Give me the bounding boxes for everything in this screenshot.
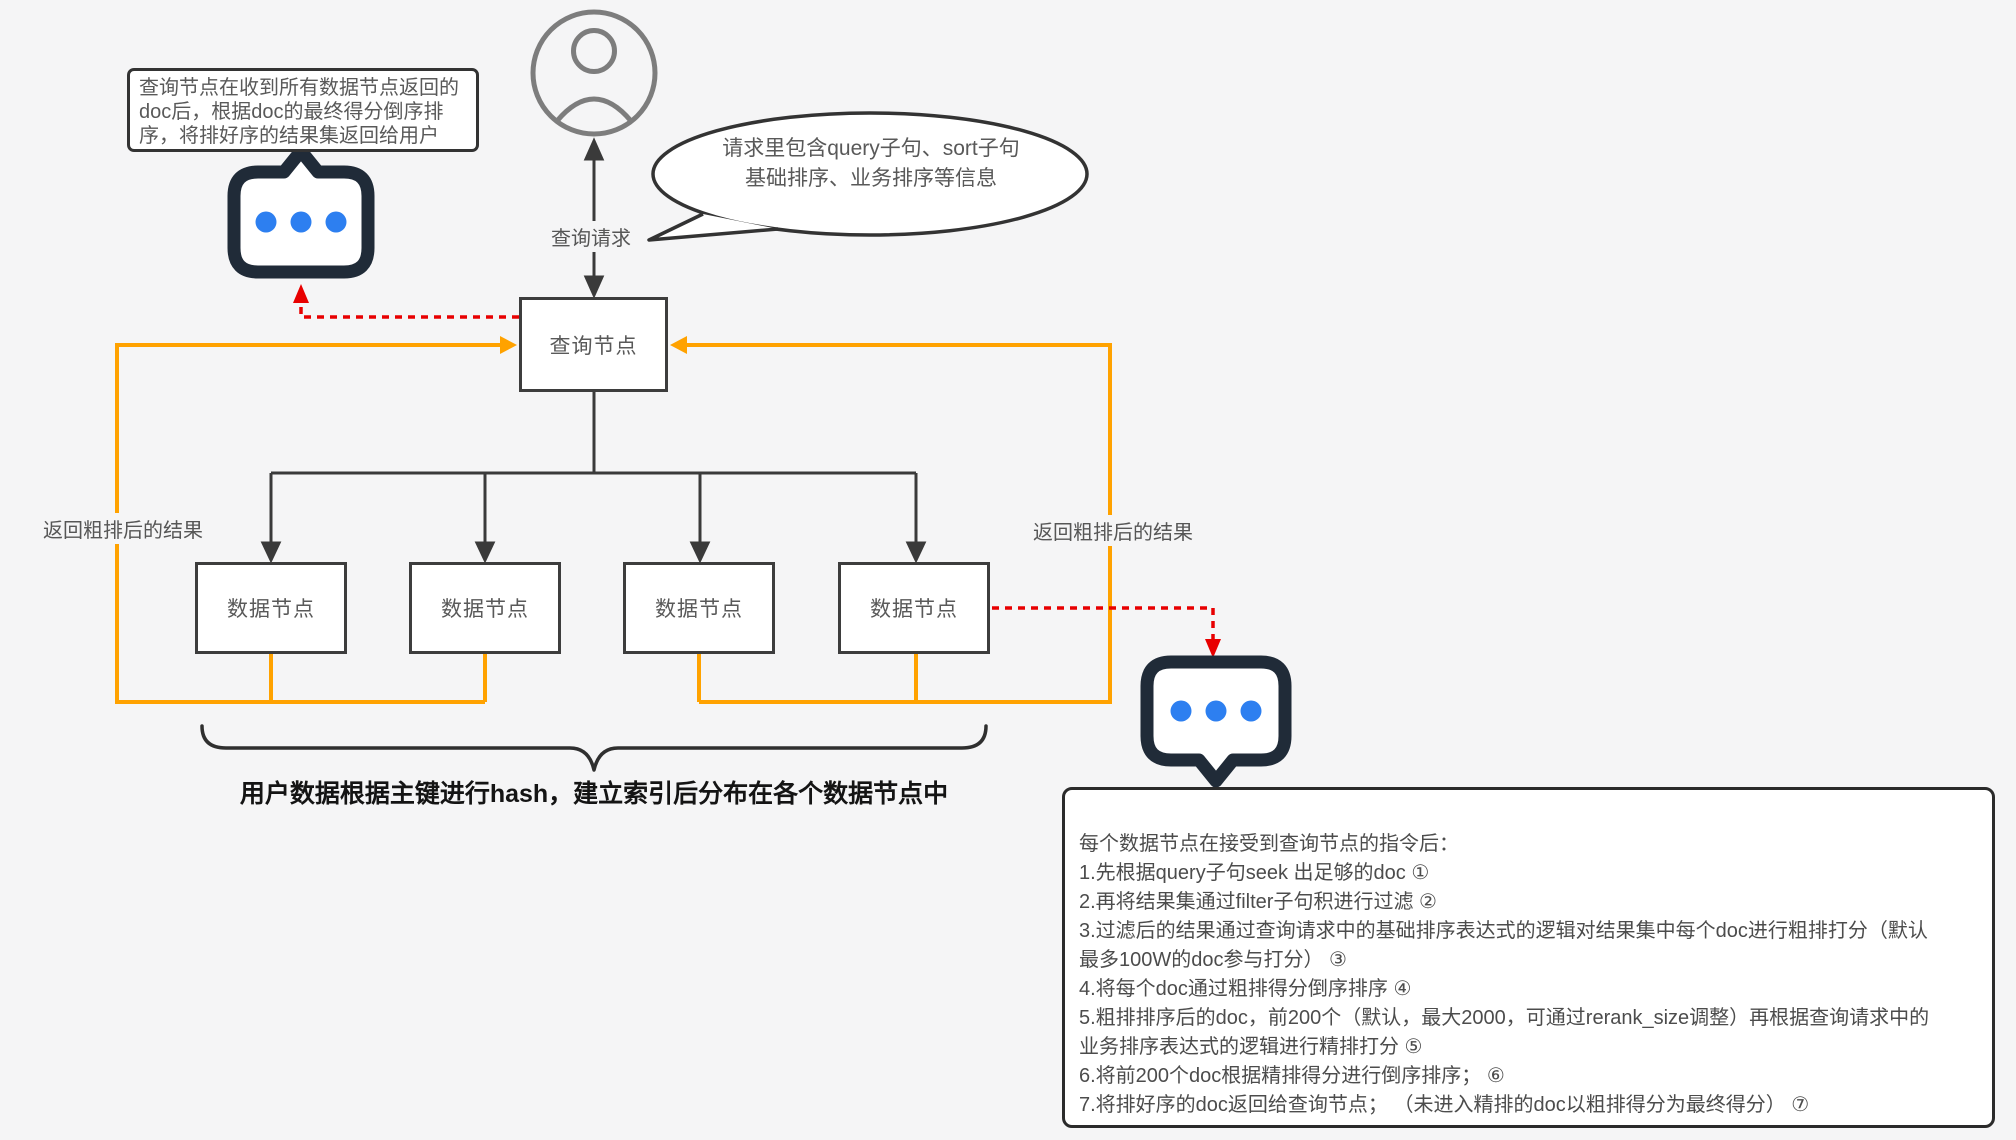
dot-icon: [325, 211, 347, 233]
callout-line: 序，将排好序的结果集返回给用户: [139, 125, 439, 147]
merge-callout-box: 查询节点在收到所有数据节点返回的 doc后，根据doc的最终得分倒序排 序，将排…: [127, 68, 479, 152]
user-icon: [530, 9, 658, 137]
dot-icon: [290, 211, 312, 233]
note-arrow-left: [293, 284, 519, 319]
return-result-label-right: 返回粗排后的结果: [1030, 515, 1196, 546]
data-node-box-2: 数据节点: [409, 562, 561, 654]
ellipsis-bubble-icon-left: [227, 144, 375, 279]
bubble-line: 请求里包含query子句、sort子句: [722, 137, 1020, 160]
speech-bubble-shape: [647, 111, 1089, 242]
callout-line: 查询节点在收到所有数据节点返回的: [139, 77, 459, 99]
query-request-arrow: [583, 137, 605, 299]
query-node-box: 查询节点: [519, 297, 668, 392]
data-node-box-4: 数据节点: [838, 562, 990, 654]
steps-line: 7.将排好序的doc返回给查询节点； （未进入精排的doc以粗排得分为最终得分）…: [1079, 1094, 1810, 1116]
steps-line: 4.将每个doc通过粗排得分倒序排序 ④: [1079, 978, 1412, 1000]
steps-line: 业务排序表达式的逻辑进行精排打分 ⑤: [1079, 1036, 1423, 1058]
data-node-box-1: 数据节点: [195, 562, 347, 654]
speech-bubble-text: 请求里包含query子句、sort子句 基础排序、业务排序等信息: [676, 134, 1066, 194]
dot-icon: [1240, 700, 1262, 722]
return-result-label-left: 返回粗排后的结果: [40, 513, 206, 544]
data-node-steps-panel: 每个数据节点在接受到查询节点的指令后： 1.先根据query子句seek 出足够…: [1062, 787, 1995, 1128]
note-arrow-right: [992, 606, 1221, 658]
steps-line: 2.再将结果集通过filter子句积进行过滤 ②: [1079, 891, 1437, 913]
steps-line: 6.将前200个doc根据精排得分进行倒序排序； ⑥: [1079, 1065, 1505, 1087]
dot-icon: [255, 211, 277, 233]
query-request-label: 查询请求: [548, 221, 634, 252]
dot-icon: [1170, 700, 1192, 722]
steps-line: 最多100W的doc参与打分） ③: [1079, 949, 1347, 971]
callout-line: doc后，根据doc的最终得分倒序排: [139, 101, 444, 123]
bubble-line: 基础排序、业务排序等信息: [745, 167, 997, 190]
hash-distribution-note: 用户数据根据主键进行hash，建立索引后分布在各个数据节点中: [239, 780, 949, 808]
steps-line: 5.粗排排序后的doc，前200个（默认，最大2000，可通过rerank_si…: [1079, 1007, 1930, 1029]
dot-icon: [1205, 700, 1227, 722]
steps-line: 每个数据节点在接受到查询节点的指令后：: [1079, 833, 1459, 855]
fanout-tree: [260, 392, 927, 564]
data-node-box-3: 数据节点: [623, 562, 775, 654]
steps-line: 3.过滤后的结果通过查询请求中的基础排序表达式的逻辑对结果集中每个doc进行粗排…: [1079, 920, 1928, 942]
ellipsis-bubble-icon-right: [1140, 655, 1292, 788]
brace: [200, 724, 988, 772]
steps-line: 1.先根据query子句seek 出足够的doc ①: [1079, 862, 1430, 884]
